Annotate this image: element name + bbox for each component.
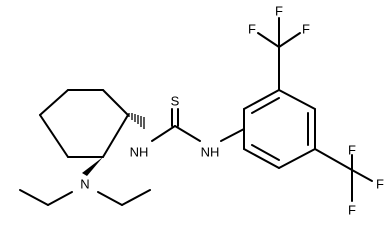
cyclohexane-ring xyxy=(39,89,129,158)
nh-c-bond xyxy=(151,125,176,142)
ethyl-bond xyxy=(97,191,123,206)
ring-bond xyxy=(278,148,316,169)
aromatic-double-bond xyxy=(251,97,280,114)
c-f-bond xyxy=(257,32,280,48)
ring-bond xyxy=(102,89,129,116)
solid-wedge-bond xyxy=(82,157,103,176)
ethyl-bond xyxy=(47,191,73,206)
fluorine-label: F xyxy=(348,143,356,158)
fluorine-label: F xyxy=(348,203,356,218)
benzene-ring xyxy=(243,89,316,169)
fluorine-label: F xyxy=(275,4,283,19)
sulfur-label: S xyxy=(171,94,180,109)
ethyl-bond xyxy=(121,189,151,206)
c-f-bond xyxy=(278,32,301,48)
ring-bond xyxy=(243,148,280,169)
trifluoromethyl-group-upper xyxy=(257,17,301,91)
ring-bond xyxy=(39,89,69,116)
ring-bond xyxy=(102,114,129,158)
nh-right-label: NH xyxy=(201,145,220,160)
trifluoromethyl-group-lower xyxy=(314,148,373,202)
ethyl-bond xyxy=(19,189,49,206)
thiourea-core xyxy=(151,108,245,142)
ring-bond xyxy=(278,89,316,110)
c-f-bond xyxy=(351,169,373,182)
fluorine-label: F xyxy=(302,22,310,37)
aromatic-double-bond xyxy=(251,144,280,161)
aryl-cf3-bond xyxy=(314,148,353,171)
diethylamino-group xyxy=(19,189,151,206)
fluorine-label: F xyxy=(376,177,384,192)
nh-left-label: NH xyxy=(130,145,149,160)
hashed-wedge-bond xyxy=(128,113,145,129)
nh-aryl-bond xyxy=(220,128,245,142)
thiourea-structure-diagram: N S NH NH F F F F F F xyxy=(19,4,384,218)
ring-bond xyxy=(243,89,280,110)
fluorine-label: F xyxy=(248,22,256,37)
amine-nitrogen-label: N xyxy=(80,177,89,192)
c-nh-bond xyxy=(174,125,201,142)
ring-bond xyxy=(39,114,69,158)
